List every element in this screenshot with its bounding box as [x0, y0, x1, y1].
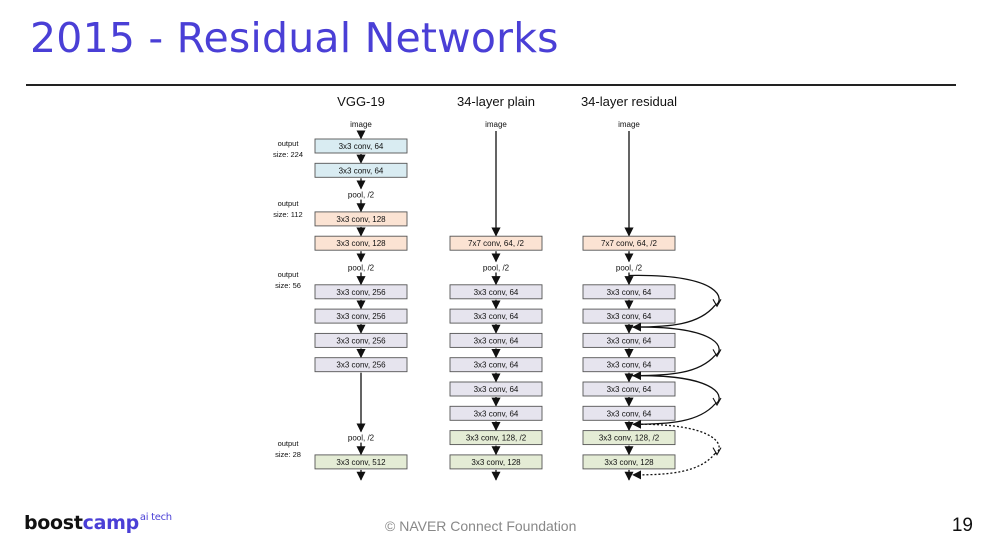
layer-box: [314, 235, 408, 251]
layer-box: [314, 454, 408, 470]
layer-label: 3x3 conv, 64: [474, 336, 519, 345]
layer-box: [582, 405, 676, 421]
plain34-layer-stack: 7x7 conv, 64, /2 pool, /2 3x3 conv, 64 3x3 …: [449, 131, 543, 481]
layer-box: [314, 138, 408, 154]
layer-label: 3x3 conv, 256: [336, 288, 386, 297]
image-input-label: image: [485, 120, 507, 129]
layer-label: 3x3 conv, 64: [474, 312, 519, 321]
skip-arrowhead: [712, 397, 722, 407]
vgg19-layer-stack: 3x3 conv, 64 3x3 conv, 64 pool, /2 3x3 conv…: [314, 130, 408, 481]
layer-label: 3x3 conv, 64: [339, 142, 384, 151]
svg-text:size: 224: size: 224: [273, 150, 303, 159]
layer-label: 3x3 conv, 256: [336, 336, 386, 345]
svg-text:output: output: [278, 270, 300, 279]
layer-label: 7x7 conv, 64, /2: [468, 239, 524, 248]
skip-connection-curve: [628, 423, 720, 455]
layer-label: 3x3 conv, 128: [471, 458, 521, 467]
layer-label: 3x3 conv, 64: [607, 361, 652, 370]
layer-box: [314, 284, 408, 300]
layer-label: 3x3 conv, 64: [607, 409, 652, 418]
footer-copyright: © NAVER Connect Foundation: [385, 518, 577, 534]
column-header-residual: 34-layer residual: [581, 94, 677, 109]
layer-box: [582, 454, 676, 470]
skip-arrowhead: [712, 299, 722, 308]
output-size-label: output size: 112: [273, 199, 302, 219]
output-size-label: output size: 224: [273, 139, 303, 159]
skip-connection-curve: [628, 375, 720, 405]
slide-title: 2015 - Residual Networks: [30, 14, 559, 62]
layer-box: [582, 235, 676, 251]
layer-label: 3x3 conv, 128: [604, 458, 654, 467]
svg-text:output: output: [278, 139, 300, 148]
svg-text:size: 56: size: 56: [275, 281, 301, 290]
layer-box: [449, 430, 543, 446]
layer-label: 3x3 conv, 128, /2: [466, 434, 527, 443]
layer-label: 3x3 conv, 64: [474, 361, 519, 370]
layer-box: [449, 332, 543, 348]
title-divider: [26, 84, 956, 86]
layer-box: [314, 162, 408, 178]
pool-label: pool, /2: [348, 191, 375, 200]
layer-box: [449, 284, 543, 300]
svg-text:output: output: [278, 199, 300, 208]
svg-text:size: 28: size: 28: [275, 450, 301, 459]
layer-label: 3x3 conv, 256: [336, 312, 386, 321]
layer-label: 3x3 conv, 64: [607, 385, 652, 394]
layer-box: [314, 357, 408, 373]
layer-box: [449, 357, 543, 373]
layer-box: [582, 308, 676, 324]
layer-label: 3x3 conv, 128: [336, 239, 386, 248]
skip-connections: [628, 274, 722, 480]
svg-text:output: output: [278, 439, 300, 448]
layer-label: 3x3 conv, 128: [336, 215, 386, 224]
layer-box: [449, 381, 543, 397]
layer-label: 3x3 conv, 128, /2: [599, 434, 660, 443]
svg-text:size: 112: size: 112: [273, 210, 302, 219]
column-header-vgg19: VGG-19: [337, 94, 385, 109]
layer-box: [314, 308, 408, 324]
boostcamp-logo: boostcampai tech: [24, 512, 172, 534]
layer-label: 3x3 conv, 64: [607, 288, 652, 297]
layer-label: 3x3 conv, 256: [336, 361, 386, 370]
pool-label: pool, /2: [483, 264, 510, 273]
pool-label: pool, /2: [348, 434, 375, 443]
image-input-label: image: [350, 120, 372, 129]
image-input-label: image: [618, 120, 640, 129]
skip-connection-curve: [632, 403, 716, 429]
layer-box: [449, 454, 543, 470]
layer-label: 3x3 conv, 64: [474, 288, 519, 297]
pool-label: pool, /2: [348, 264, 375, 273]
layer-box: [314, 332, 408, 348]
output-size-label: output size: 28: [275, 439, 301, 459]
skip-arrowhead: [712, 349, 722, 358]
residual34-layer-stack: 7x7 conv, 64, /2 pool, /2 3x3 conv, 64 3x3 …: [582, 131, 676, 481]
layer-label: 3x3 conv, 64: [474, 385, 519, 394]
layer-box: [449, 235, 543, 251]
layer-box: [582, 332, 676, 348]
layer-box: [582, 357, 676, 373]
layer-label: 3x3 conv, 64: [607, 312, 652, 321]
skip-connection-curve: [628, 326, 720, 357]
layer-box: [449, 405, 543, 421]
column-header-plain: 34-layer plain: [457, 94, 535, 109]
pool-label: pool, /2: [616, 264, 643, 273]
page-number: 19: [951, 515, 973, 536]
layer-label: 3x3 conv, 64: [339, 166, 384, 175]
skip-connection-curve: [628, 274, 720, 306]
layer-label: 3x3 conv, 64: [607, 336, 652, 345]
layer-label: 3x3 conv, 512: [336, 458, 386, 467]
skip-connection-curve: [632, 453, 716, 480]
output-size-label: output size: 56: [275, 270, 301, 290]
layer-label: 7x7 conv, 64, /2: [601, 239, 657, 248]
layer-box: [582, 284, 676, 300]
skip-arrowhead: [712, 447, 722, 456]
layer-box: [582, 430, 676, 446]
layer-box: [314, 211, 408, 227]
layer-box: [582, 381, 676, 397]
layer-box: [449, 308, 543, 324]
layer-label: 3x3 conv, 64: [474, 409, 519, 418]
